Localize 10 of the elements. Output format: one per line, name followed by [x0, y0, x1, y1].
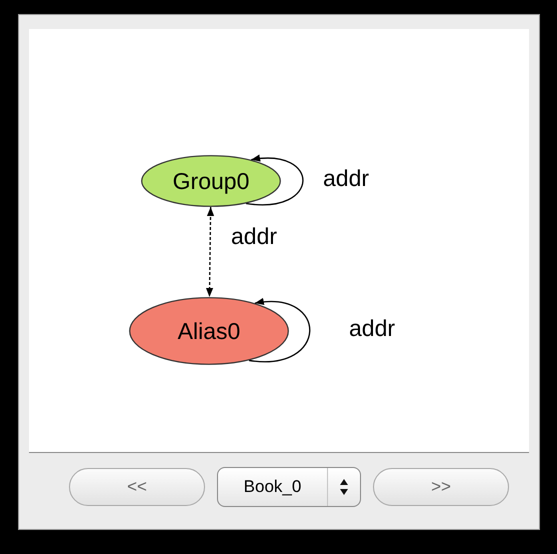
node-label: Alias0: [178, 320, 240, 342]
node-label: Group0: [172, 170, 250, 192]
arrow: [206, 207, 214, 297]
ellipse-node: [129, 297, 289, 365]
arrow: [248, 298, 310, 362]
previous-button: <<: [69, 468, 205, 506]
next-button: >>: [373, 468, 509, 506]
select-value: Book_0: [242, 476, 302, 498]
arrow: [246, 155, 304, 206]
ellipse-node: [141, 155, 281, 207]
